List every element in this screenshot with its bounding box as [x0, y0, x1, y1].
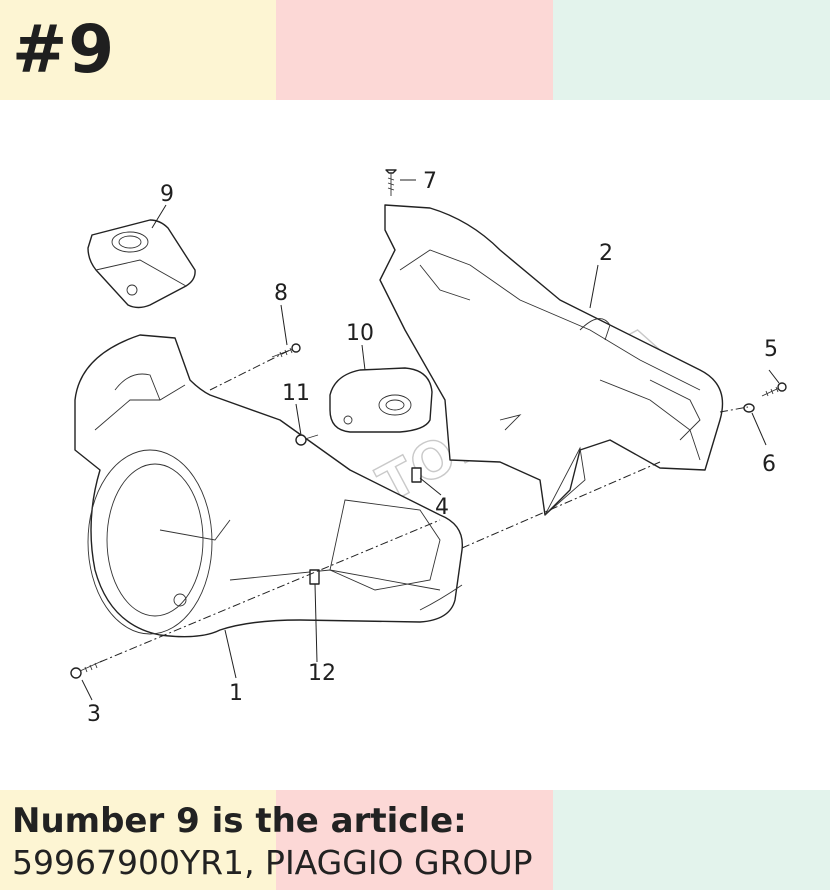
caption-separator: , [244, 843, 266, 882]
callout-1: 1 [229, 681, 243, 706]
callout-12: 12 [308, 661, 336, 686]
exploded-parts-diagram: MOTOMURCIA [70, 169, 787, 727]
callout-7: 7 [423, 169, 437, 194]
callout-8: 8 [274, 281, 288, 306]
band-pink [276, 790, 553, 890]
washer-6 [743, 403, 755, 413]
band-yellow [0, 0, 276, 100]
callout-9: 9 [160, 182, 174, 207]
screw-7 [385, 169, 397, 196]
part-1-front-cover [74, 334, 464, 638]
part-2-rear-cover [379, 204, 724, 516]
bottom-color-band [0, 790, 830, 890]
leader-lines [81, 179, 780, 701]
callout-10: 10 [346, 321, 374, 346]
callout-labels: 1 2 3 4 5 6 7 8 9 10 11 12 [87, 169, 778, 727]
top-color-band [0, 0, 830, 100]
caption-article-line: 59967900YR1, PIAGGIO GROUP [12, 842, 533, 884]
screw-8 [271, 343, 301, 358]
part-10-center-cap [329, 367, 433, 433]
band-mint [553, 790, 830, 890]
caption-headline: Number 9 is the article: [12, 801, 467, 841]
screw-5 [761, 382, 787, 397]
band-mint [553, 0, 830, 100]
band-yellow [0, 790, 276, 890]
screw-3 [70, 660, 103, 679]
part-9-key-cover [87, 219, 196, 309]
clip-12 [309, 569, 320, 585]
callout-3: 3 [87, 702, 101, 727]
part-number: 59967900YR1 [12, 843, 245, 882]
callout-4: 4 [435, 495, 449, 520]
article-caption: Number 9 is the article: 59967900YR1, PI… [12, 800, 533, 884]
callout-5: 5 [764, 337, 778, 362]
clip-4 [411, 467, 422, 483]
callout-11: 11 [282, 381, 310, 406]
band-pink [276, 0, 553, 100]
manufacturer-name: PIAGGIO GROUP [265, 843, 533, 882]
item-number-badge: #9 [12, 11, 116, 88]
callout-6: 6 [762, 452, 776, 477]
callout-2: 2 [599, 241, 613, 266]
